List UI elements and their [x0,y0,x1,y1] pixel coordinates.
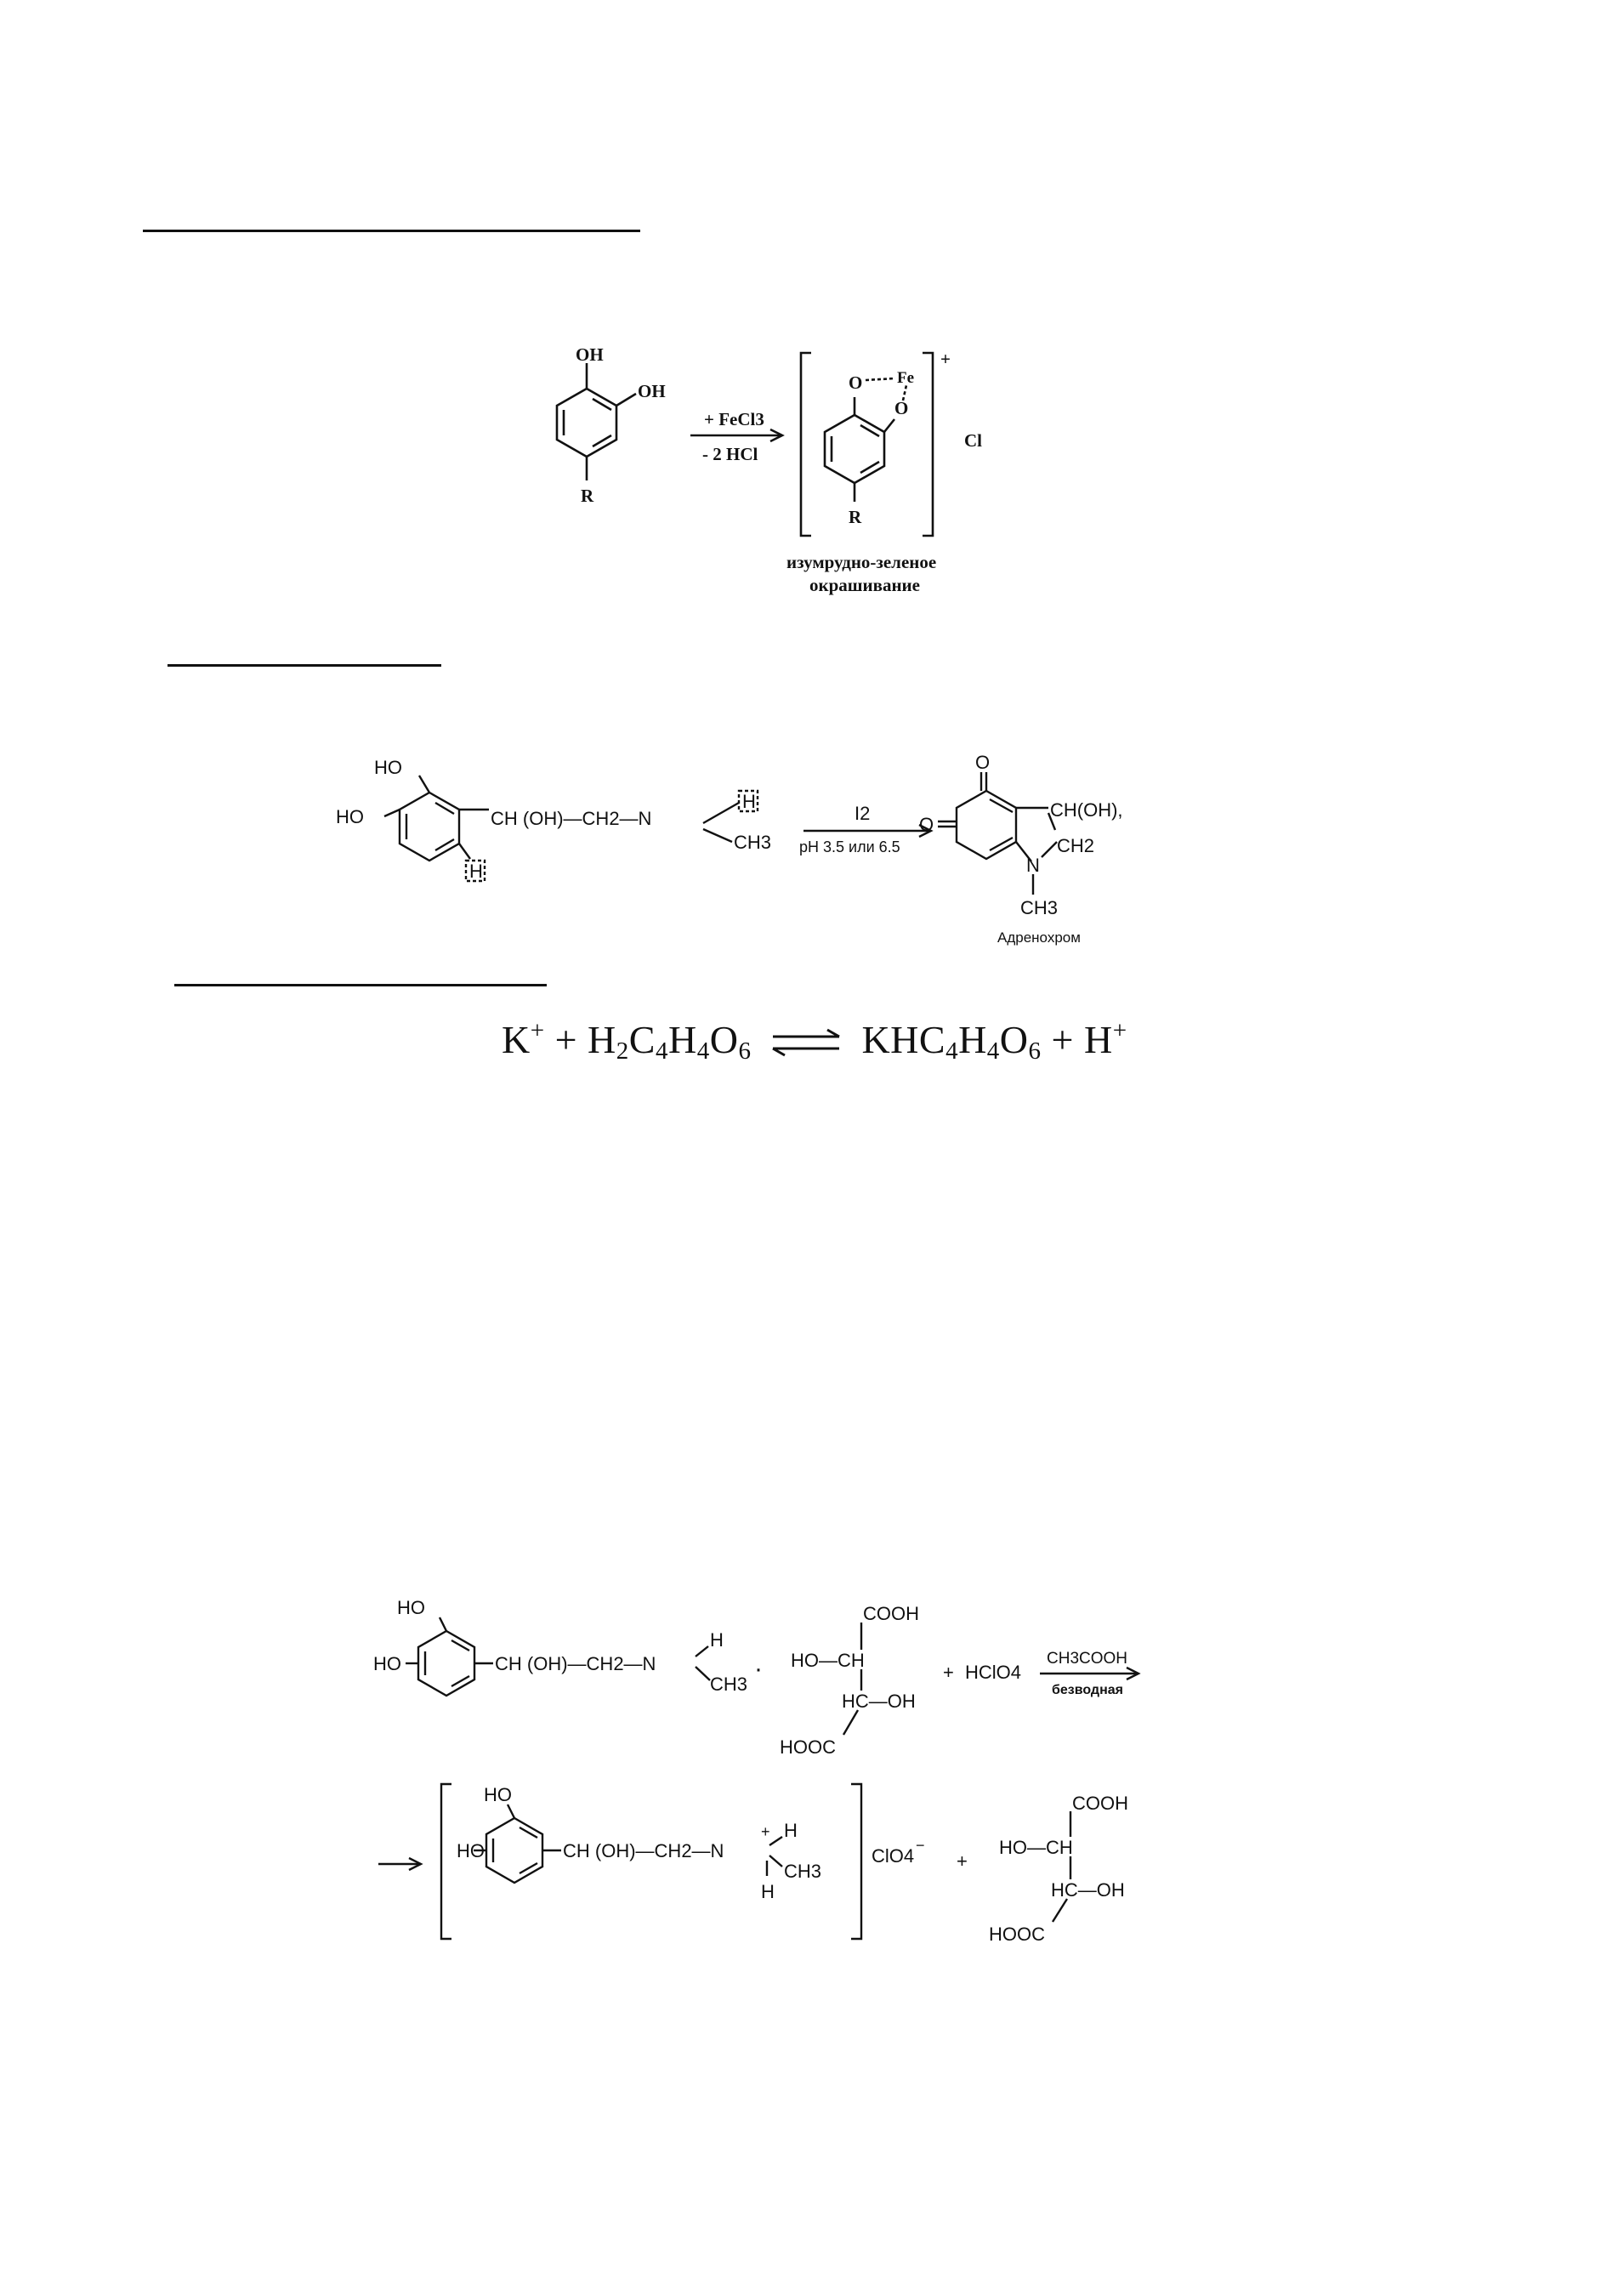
counter-ion-cl: Cl [964,430,982,451]
nh-boxed-h: H [742,791,756,812]
complex-o2: O [894,398,908,418]
fecl3-reaction-scheme: OH OH R + FeCl3 - 2 HCl O Fe O R + Cl из… [555,344,982,595]
reactant-oh-top: OH [576,344,604,365]
p-chain: CH (OH)—CH2—N [563,1840,724,1861]
tartaric-hooc: HOOC [780,1736,836,1758]
ho-left: HO [336,806,364,827]
h-ion: H [1083,1018,1113,1061]
plus-sign-2: + [957,1850,968,1872]
r-ho-left: HO [373,1653,401,1674]
tartaric-ho-ch: HO—CH [791,1650,865,1671]
reagent-acetic-acid: CH3COOH [1047,1650,1127,1668]
complex-charge: + [940,349,951,369]
hclo4: HClO4 [965,1662,1021,1683]
k-charge: + [530,1017,545,1044]
plus-sign-2: + [1051,1018,1074,1061]
product-name-adrenochrome: Адренохром [997,929,1081,946]
p-n-plus: + [761,1823,770,1840]
caption-color-line1: изумрудно-зеленое [786,552,936,572]
r-n-h: H [710,1629,724,1651]
product-n: N [1026,855,1040,876]
plus-sign: + [943,1662,954,1683]
p-tartaric-cooh-top: COOH [1072,1793,1128,1814]
p-ho-left-visible: HO [457,1840,485,1861]
reagent-fecl3: + FeCl3 [704,409,764,429]
p-tartaric-hooc: HOOC [989,1924,1045,1945]
tartaric-cooh-top: COOH [863,1603,919,1624]
reagent-i2: I2 [855,803,870,824]
ho-top: HO [374,757,402,778]
perchlorate-reaction-scheme: HO HO CH (OH)—CH2—N H CH3 · COOH HO—CH H… [373,1597,1141,1945]
potassium-tartrate-equation: K+ + H2C4H4O6 KHC4H4O6 + H+ [502,1017,1127,1066]
caption-color-line2: окрашивание [809,575,920,595]
perchlorate-anion: ClO4 [872,1845,914,1867]
h-charge: + [1112,1017,1127,1044]
salt-dot: · [754,1655,763,1683]
p-n-h-top: H [784,1820,798,1841]
complex-r: R [849,507,862,527]
r-chain: CH (OH)—CH2—N [495,1653,656,1674]
quinone-o-top: O [975,752,990,773]
p-n-ch3: CH3 [784,1861,821,1882]
k-ion: K [502,1018,531,1061]
reagent-anhydrous: безводная [1052,1683,1123,1697]
r-n-ch3: CH3 [710,1674,747,1695]
reagent-ph: pH 3.5 или 6.5 [799,838,900,855]
ring-h-boxed: H [469,861,483,882]
reactant-oh-side: OH [638,381,666,401]
adrenochrome-reaction-scheme: HO HO CH (OH)—CH2—N H CH3 H I2 pH 3.5 ил… [336,752,1123,946]
potassium-hydrotartrate-formula: KHC4H4O6 [861,1018,1042,1065]
n-methyl: CH3 [734,832,771,853]
tartaric-acid-formula: H2C4H4O6 [588,1018,752,1065]
heading-rule-3 [174,984,547,986]
complex-fe: Fe [897,369,914,387]
tartaric-hc-oh: HC—OH [842,1691,916,1712]
equilibrium-arrow-icon [772,1028,841,1057]
chain: CH (OH)—CH2—N [491,808,651,829]
perchlorate-charge: − [916,1837,925,1854]
p-ho-top: HO [484,1784,512,1805]
p-tartaric-ho-ch: HO—CH [999,1837,1073,1858]
p-n-h-bottom: H [761,1881,775,1902]
heading-rule-2 [168,664,441,667]
r-ho-top: HO [397,1597,425,1618]
product-choh: CH(OH), [1050,799,1123,821]
heading-rule-1 [143,230,640,232]
product-ch2: CH2 [1057,835,1094,856]
reactant-r: R [581,486,594,506]
p-tartaric-hc-oh: HC—OH [1051,1879,1125,1901]
plus-sign: + [554,1018,578,1061]
reagent-minus-hcl: - 2 HCl [702,444,758,464]
product-ch3: CH3 [1020,897,1058,918]
quinone-o-left: O [919,814,934,835]
complex-o1: O [849,372,862,393]
